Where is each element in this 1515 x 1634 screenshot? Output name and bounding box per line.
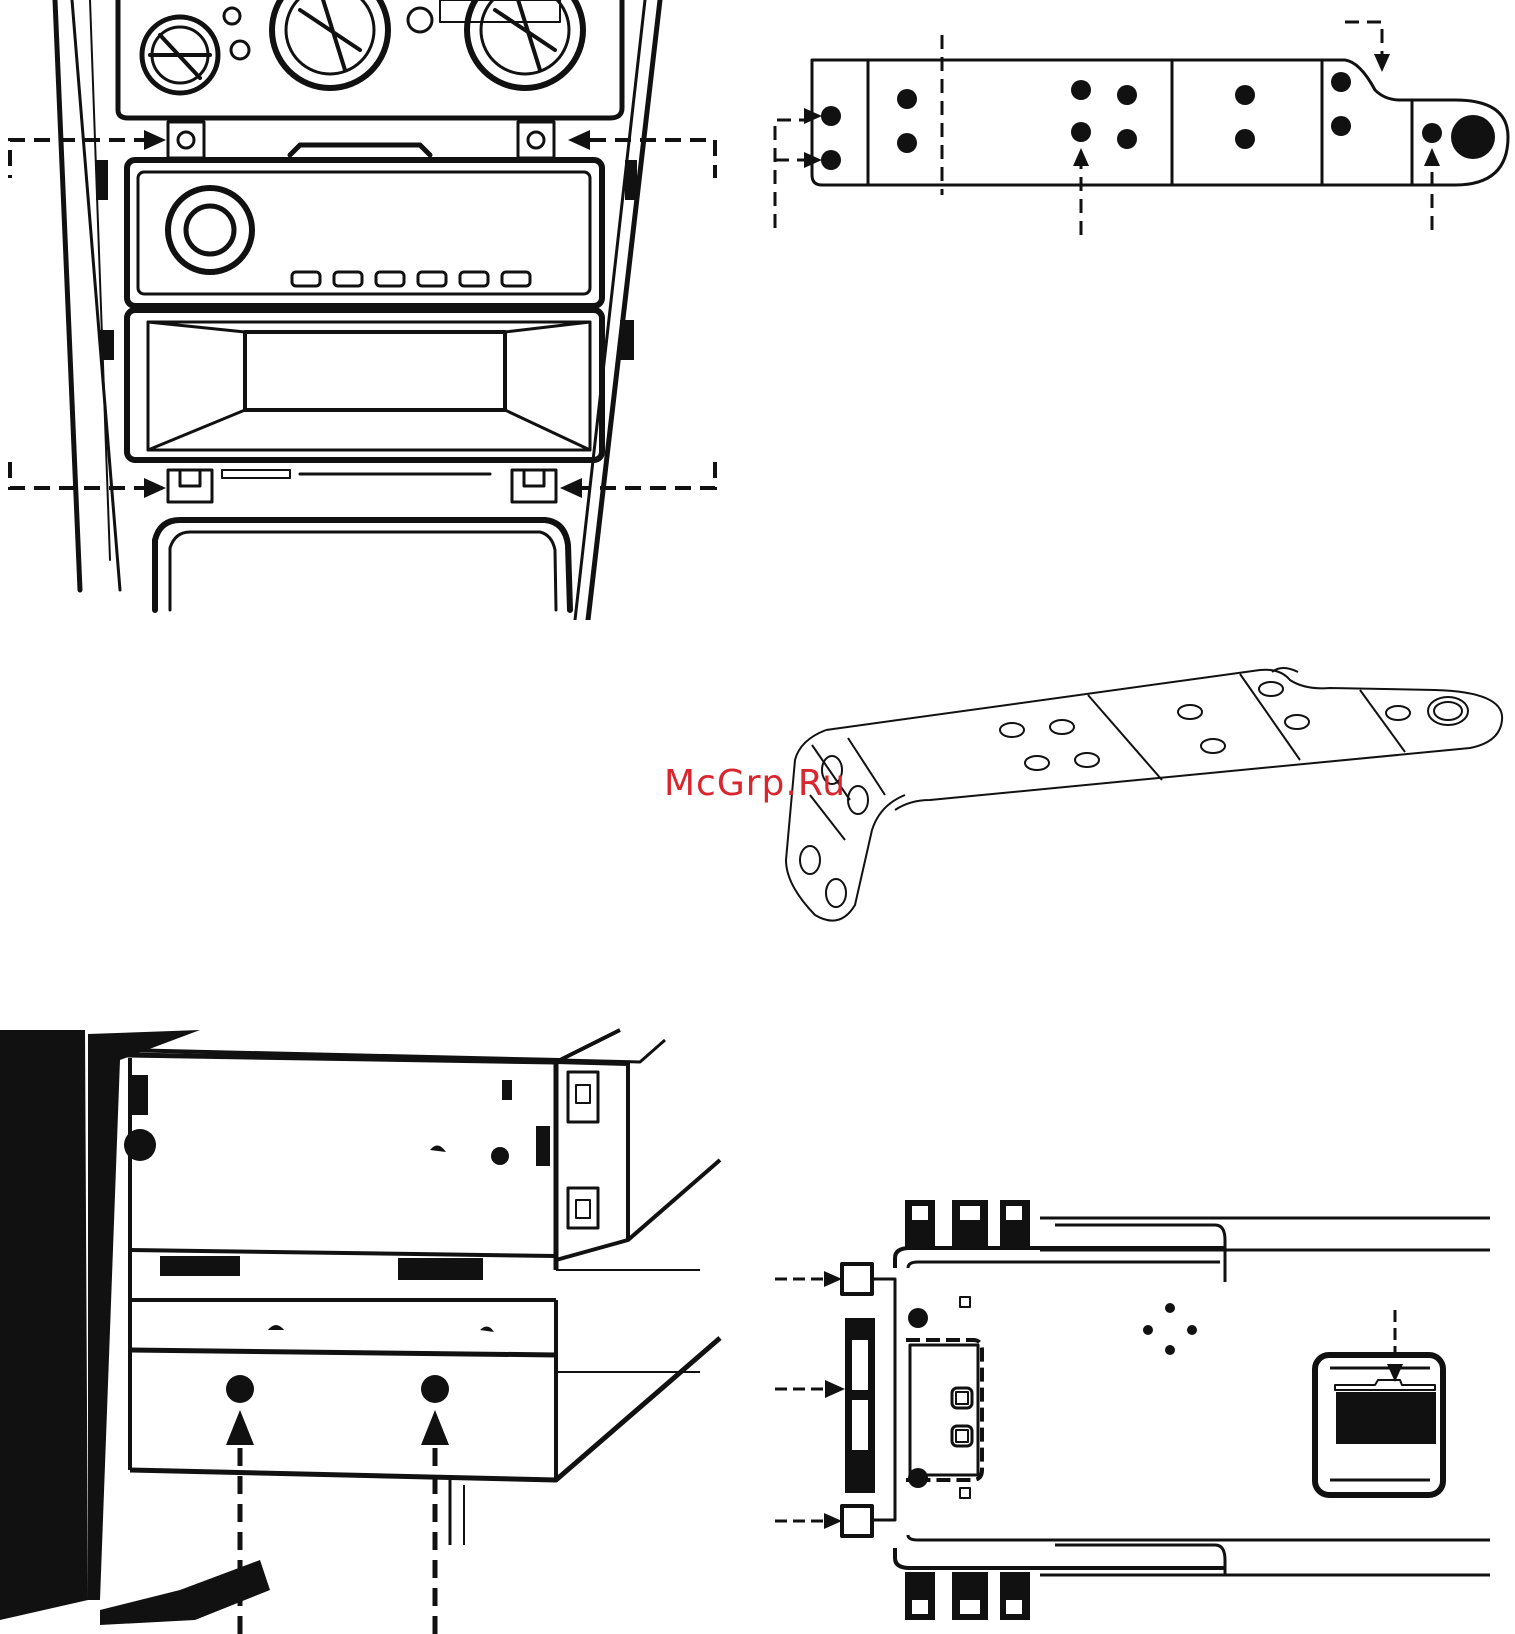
radio-bottom-view-figure xyxy=(760,1180,1515,1634)
radio-bottom-illustration xyxy=(760,1180,1515,1634)
bracket-top-view-figure xyxy=(760,0,1515,240)
radio-side-view-figure xyxy=(0,1020,740,1634)
radio-chassis-illustration xyxy=(0,1020,740,1634)
dashboard-console-illustration xyxy=(0,0,720,620)
bracket-iso-view-figure xyxy=(770,650,1515,940)
bent-bracket-illustration xyxy=(770,650,1515,940)
flat-bracket-illustration xyxy=(760,0,1515,240)
dash-console-figure xyxy=(0,0,720,620)
watermark-text: McGrp.Ru xyxy=(664,766,846,802)
